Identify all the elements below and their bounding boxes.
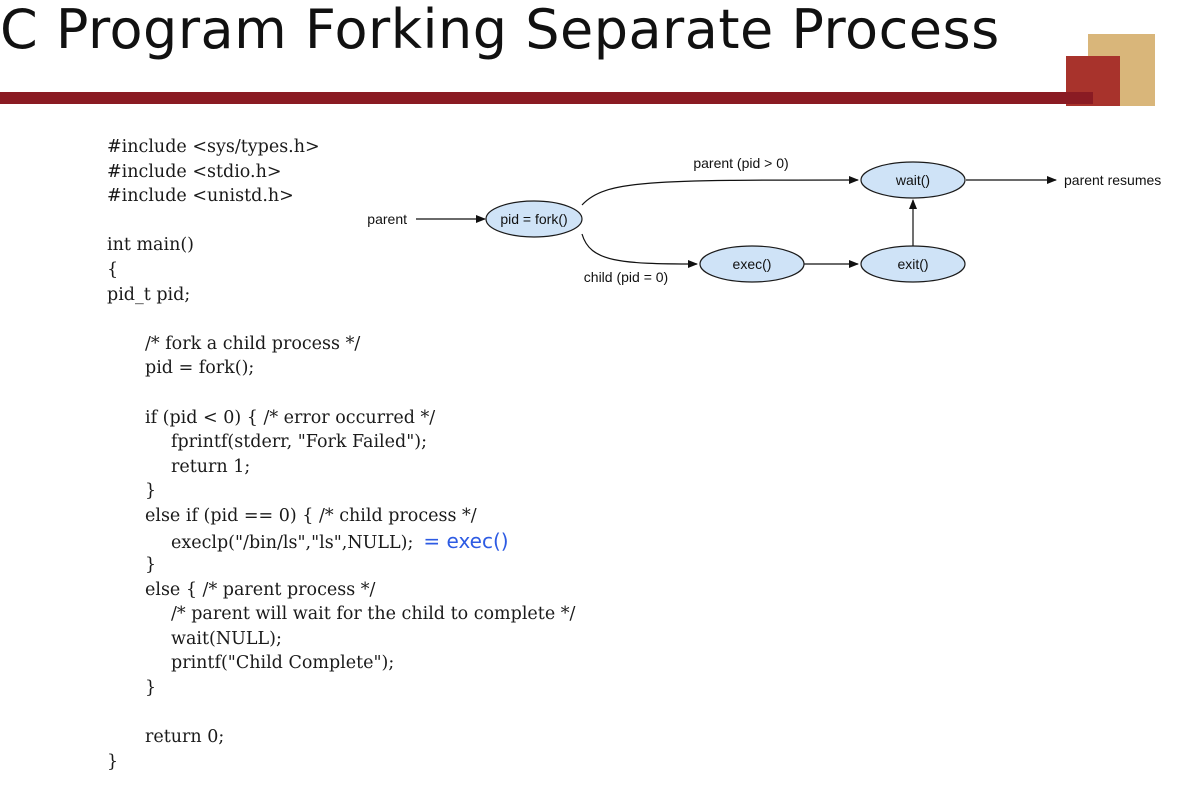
label-parent-branch: parent (pid > 0) (693, 155, 788, 171)
code-line: #include <stdio.h> (107, 161, 282, 182)
arrow-fork-to-exec (581, 233, 698, 268)
node-fork-label: pid = fork() (500, 211, 567, 227)
code-line: if (pid < 0) { /* error occurred */ (145, 407, 436, 428)
code-line-execlp: execlp("/bin/ls","ls",NULL); = exec() (107, 529, 575, 554)
flow-arrows (416, 176, 1057, 268)
code-line: return 0; (145, 727, 225, 748)
code-line: pid_t pid; (107, 284, 191, 305)
code-line: } (145, 481, 157, 502)
code-line: else if (pid == 0) { /* child process */ (145, 505, 477, 526)
code-line: fprintf(stderr, "Fork Failed"); (171, 432, 427, 453)
node-wait-label: wait() (895, 172, 930, 188)
node-fork: pid = fork() (485, 200, 583, 238)
code-line: { (107, 259, 119, 280)
code-line: printf("Child Complete"); (171, 653, 395, 674)
node-wait: wait() (860, 161, 966, 199)
node-exec: exec() (699, 245, 805, 283)
node-exec-label: exec() (733, 256, 772, 272)
code-line: return 1; (171, 456, 251, 477)
label-parent-resumes: parent resumes (1064, 172, 1161, 188)
code-line: pid = fork(); (145, 358, 255, 379)
code-line: } (145, 555, 157, 576)
code-line: } (145, 678, 157, 699)
arrow-fork-to-wait (581, 176, 859, 206)
slide-title: C Program Forking Separate Process (0, 0, 1000, 61)
code-line: #include <unistd.h> (107, 186, 294, 207)
code-listing: #include <sys/types.h> #include <stdio.h… (107, 135, 575, 774)
code-line: /* parent will wait for the child to com… (171, 604, 576, 625)
exec-annotation: = exec() (423, 528, 509, 553)
code-line: /* fork a child process */ (145, 333, 361, 354)
code-line: execlp("/bin/ls","ls",NULL); (171, 532, 414, 553)
label-parent: parent (367, 211, 407, 227)
code-line: #include <sys/types.h> (107, 137, 320, 157)
node-exit-label: exit() (897, 256, 928, 272)
node-exit: exit() (860, 245, 966, 283)
code-line: int main() (107, 235, 195, 256)
title-underline-bar (0, 92, 1093, 104)
label-child-branch: child (pid = 0) (584, 269, 668, 285)
code-line: else { /* parent process */ (145, 579, 376, 600)
code-line: wait(NULL); (171, 628, 282, 649)
code-line: } (107, 751, 119, 772)
